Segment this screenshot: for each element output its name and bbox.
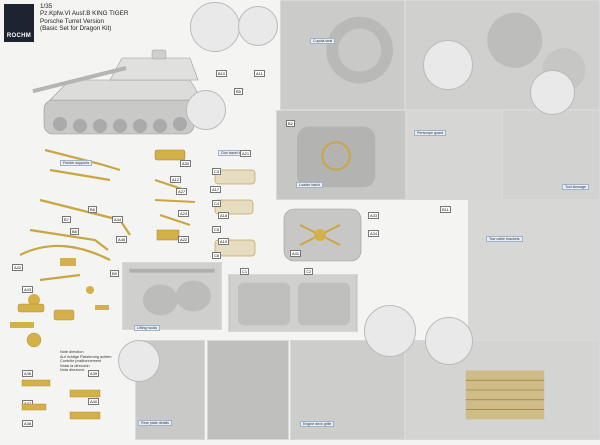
part-number: C3	[212, 168, 222, 175]
note-line-1: Note direction	[60, 350, 84, 354]
label-periscope: Periscope guard	[414, 130, 447, 136]
part-number: C4	[212, 200, 222, 207]
product-title: 1/35 Pz.Kpfw.VI Ausf.B KING TIGER Porsch…	[40, 3, 200, 33]
note-line-4: Notar la dirección	[60, 363, 90, 368]
part-number: A22	[178, 236, 190, 243]
part-number: A45	[116, 236, 128, 243]
label-rear-plate: Rear plate details	[138, 420, 172, 426]
tank-overview-image	[30, 40, 220, 150]
part-number: B9	[110, 270, 119, 277]
part-number: B8	[70, 228, 79, 235]
label-brackets: Tow cable brackets	[486, 236, 523, 242]
title-line-3: (Basic Set for Dragon Kit)	[40, 25, 112, 33]
direction-note: Note direction Auf richtige Platzierung …	[60, 350, 140, 373]
part-number: B10	[216, 70, 228, 77]
title-line-1: Pz.Kpfw.VI Ausf.B KING TIGER	[40, 10, 129, 18]
detail-callout-5	[364, 305, 416, 357]
part-number: A33	[368, 212, 380, 219]
detail-callout-8	[186, 90, 226, 130]
part-number: A43	[22, 286, 34, 293]
part-number: A18	[218, 212, 230, 219]
brass-parts-area-center	[145, 140, 275, 270]
part-number: C5	[212, 226, 222, 233]
detail-callout-7	[118, 340, 160, 382]
hull-photo-2	[228, 274, 358, 332]
part-number: A39	[88, 370, 100, 377]
detail-callout-1	[190, 2, 240, 52]
part-number: B7	[62, 216, 71, 223]
part-number: A27	[176, 188, 188, 195]
part-number: A36	[22, 370, 34, 377]
hatch-photo	[276, 110, 406, 200]
part-number: A21	[240, 150, 252, 157]
turret-top-photo	[280, 0, 405, 110]
part-number: A24	[178, 210, 190, 217]
note-line-5: Nota direzione	[60, 368, 85, 373]
part-number: B11	[440, 206, 451, 213]
periscope-photo	[406, 110, 502, 200]
part-number: A11	[254, 70, 265, 77]
brand-logo-text: ROCHM	[6, 33, 32, 39]
label-hatch: Loader hatch	[296, 182, 323, 188]
part-number: A42	[12, 264, 24, 271]
part-number: B6	[88, 206, 97, 213]
hull-side-photo	[468, 200, 600, 340]
part-number: B2	[286, 120, 295, 127]
part-number: A34	[368, 230, 380, 237]
part-number: C1	[240, 268, 250, 275]
part-number: A12	[170, 176, 182, 183]
part-number: A38	[22, 420, 34, 427]
label-fenders: Fender supports	[60, 160, 93, 166]
hatch-part-drawing	[280, 205, 365, 265]
hull-photo-1	[122, 262, 222, 330]
title-line-2: Porsche Turret Version	[40, 17, 105, 25]
detail-callout-6	[425, 317, 473, 365]
detail-callout-3	[423, 40, 473, 90]
label-hooks: Lifting hooks	[134, 325, 161, 331]
part-number: C6	[212, 252, 222, 259]
brand-logo: ROCHM	[4, 4, 34, 42]
part-number: A40	[88, 398, 100, 405]
part-number: B5	[234, 88, 243, 95]
hull-photo-4	[207, 340, 289, 440]
label-grille: Engine deck grille	[300, 421, 335, 427]
detail-callout-2	[238, 6, 278, 46]
part-number: A30	[180, 160, 192, 167]
note-line-3: Contrôle positionnement	[60, 359, 102, 364]
title-scale: 1/35	[40, 3, 53, 10]
label-storage: Tool stowage	[562, 184, 589, 190]
part-number: A19	[218, 238, 230, 245]
detail-callout-4	[530, 70, 575, 115]
part-number: A44	[112, 216, 124, 223]
small-brass-parts	[10, 300, 130, 440]
part-number: A17	[210, 186, 222, 193]
part-number: A41	[290, 250, 302, 257]
label-cupola: Cupola seat	[310, 38, 336, 44]
part-number: C2	[304, 268, 314, 275]
note-line-2: Auf richtige Platzierung achten	[60, 354, 112, 359]
